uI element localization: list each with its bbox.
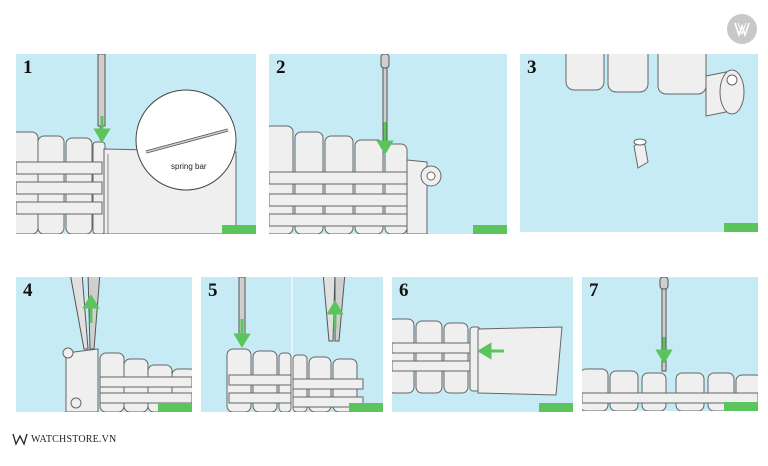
step-3-illustration xyxy=(565,54,745,169)
brand-icon xyxy=(12,433,28,446)
step-2-illustration xyxy=(269,54,442,234)
step-number: 3 xyxy=(527,57,537,78)
step-5-illustration xyxy=(226,277,364,412)
brand-name: WATCHSTORE.VN xyxy=(31,433,117,445)
step-panel-5: 5 xyxy=(201,277,383,412)
step-6-illustration xyxy=(392,318,563,396)
step-panel-6: 6 xyxy=(392,277,573,412)
step-panel-3: 3 xyxy=(520,54,758,232)
step-number: 4 xyxy=(23,280,33,301)
brand-logo: WATCHSTORE.VN xyxy=(12,432,116,446)
step-panel-1: 1 spring bar xyxy=(16,54,256,234)
spring-bar-label: spring bar xyxy=(171,162,207,171)
step-number: 2 xyxy=(276,57,286,78)
step-panel-4: 4 xyxy=(16,277,192,412)
green-marker xyxy=(724,223,758,232)
step-number: 7 xyxy=(589,280,599,301)
step-number: 1 xyxy=(23,57,33,78)
green-marker xyxy=(473,225,507,234)
green-marker xyxy=(349,403,383,412)
step-number: 6 xyxy=(399,280,409,301)
green-marker xyxy=(158,403,192,412)
step-1-illustration: spring bar xyxy=(16,54,237,234)
logo-icon xyxy=(727,14,757,44)
step-4-illustration xyxy=(62,277,192,412)
green-marker xyxy=(539,403,573,412)
step-7-illustration xyxy=(582,277,758,411)
green-marker xyxy=(222,225,256,234)
green-marker xyxy=(724,402,758,411)
step-number: 5 xyxy=(208,280,218,301)
step-panel-2: 2 xyxy=(269,54,507,234)
step-panel-7: 7 xyxy=(582,277,758,411)
